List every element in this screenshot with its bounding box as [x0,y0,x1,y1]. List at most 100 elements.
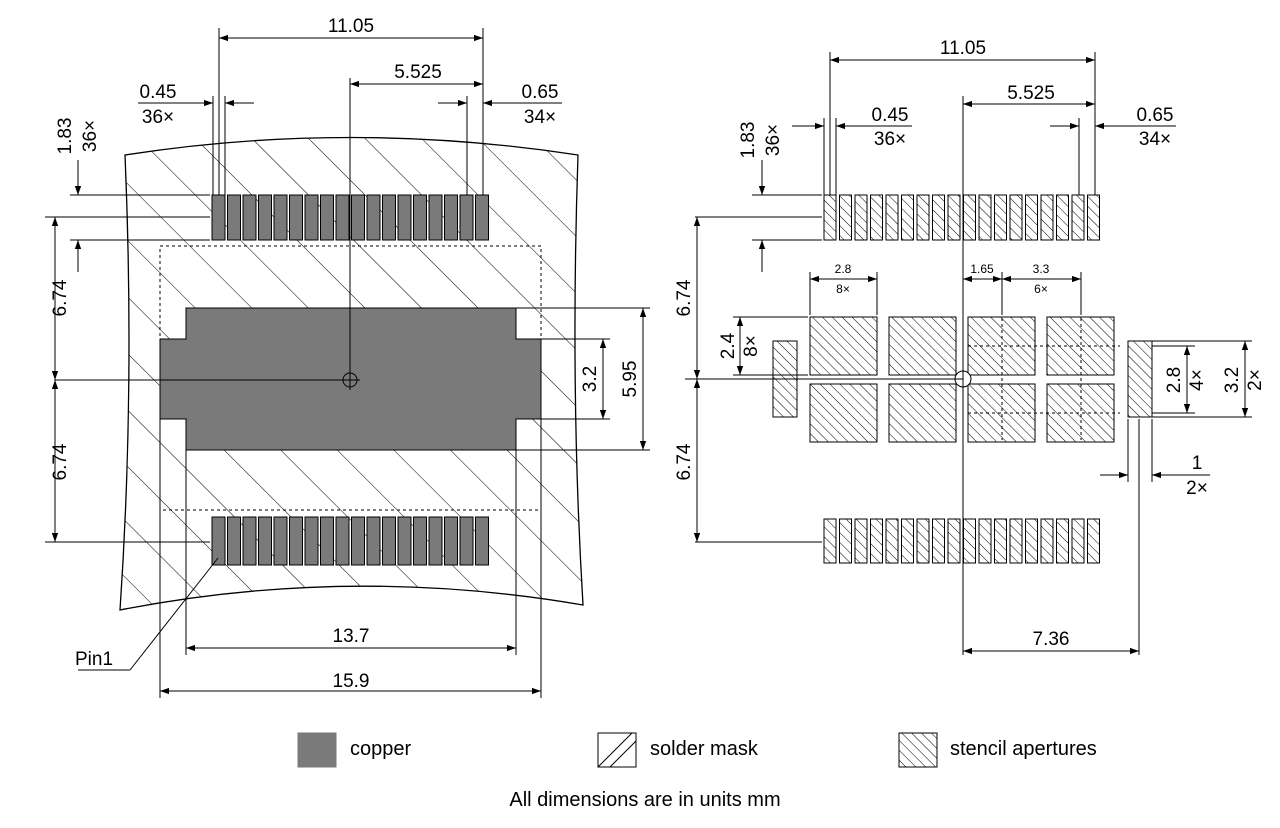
stencil-pad-aperture [947,194,961,241]
dim-pad-length: 1.83 [55,118,76,155]
copper-swatch [297,732,337,768]
right-dim-pad-length-count: 36× [763,124,784,156]
stencil-pad-aperture [994,194,1007,241]
copper-pad [242,194,257,241]
copper-pad [351,516,365,566]
tab-aperture-right [1127,340,1153,418]
dim-body-height: 5.95 [620,361,641,398]
copper-pad [227,194,241,241]
dim-tab-aperture-inner: 2.8 [1164,367,1185,393]
copper-pad [351,194,365,241]
dim-aperture-height-count: 8× [741,335,762,357]
dim-pitch: 0.65 [522,82,559,103]
copper-pad [258,516,272,566]
stencil-pad-aperture [963,194,976,241]
copper-pad [428,194,443,241]
stencil-pad-aperture [901,194,914,241]
copper-pad [258,194,272,241]
copper-pad [211,194,226,241]
dim-pad-width: 0.45 [140,82,177,103]
copper-pad [289,516,303,566]
stencil-pad-aperture [932,518,945,564]
stencil-swatch [898,732,938,768]
stencil-pad-aperture [978,518,992,564]
stencil-pad-aperture [916,518,930,564]
dim-tab-aperture-outer: 3.2 [1222,367,1243,393]
legend-stencil-label: stencil apertures [950,738,1097,760]
copper-pad [273,194,288,241]
copper-pad [335,516,350,566]
right-dim-pad-width-count: 36× [874,129,906,150]
stencil-pad-aperture [1025,518,1038,564]
legend-copper-label: copper [350,738,411,760]
stencil-pad-aperture [854,518,868,564]
copper-pad [227,516,241,566]
copper-pad [397,516,412,566]
dim-tab-aperture-width-count: 2× [1186,478,1208,499]
stencil-pad-aperture [1071,194,1085,241]
copper-pad [475,516,489,566]
dim-aperture-pitch: 2.8 [835,262,852,276]
stencil-pad-aperture [901,518,914,564]
copper-pad [335,194,350,241]
pin1-label: Pin1 [75,649,113,670]
copper-pad [459,194,474,241]
stencil-pad-aperture [994,518,1007,564]
copper-pad [444,516,458,566]
dim-pitch-count: 34× [524,107,556,128]
copper-pad [475,194,489,241]
copper-pad [366,194,381,241]
solder-mask-swatch [597,732,637,768]
stencil-pad-aperture [870,518,883,564]
stencil-pad-aperture [1071,518,1085,564]
right-dim-pad-length: 1.83 [738,122,759,159]
stencil-pad-aperture [839,194,852,241]
dim-tab-aperture-width: 1 [1192,453,1203,474]
stencil-pad-aperture [839,518,852,564]
stencil-pad-aperture [978,194,992,241]
dim-row-offset-bottom: 6.74 [50,443,71,480]
legend-solder-mask-label: solder mask [650,738,759,760]
right-dim-half-width: 5.525 [1007,83,1055,104]
dim-half-width: 5.525 [394,62,442,83]
legend: copper solder mask stencil apertures All… [297,732,1097,811]
right-bottom-pad-row [823,518,1100,564]
dim-tab-length: 15.9 [333,671,370,692]
copper-pad [320,194,334,241]
dim-aperture-height: 2.4 [718,332,739,359]
dim-pad-width-count: 36× [142,107,174,128]
copper-pad [444,194,458,241]
stencil-pad-aperture [947,518,961,564]
dim-center-gap: 1.65 [970,262,994,276]
dim-aperture-pitch-count: 8× [836,282,850,296]
dim-pad-length-count: 36× [80,120,101,152]
copper-pad [382,194,396,241]
right-dim-pitch: 0.65 [1137,105,1174,126]
copper-pad [413,194,427,241]
stencil-pad-aperture [854,194,868,241]
stencil-pad-aperture [1025,194,1038,241]
left-top-pad-row [211,194,489,241]
dim-aperture-width-count: 6× [1034,282,1048,296]
right-dim-overall-width: 11.05 [940,38,986,59]
right-dim-row-offset-top: 6.74 [674,279,695,316]
stencil-pad-aperture [1087,194,1100,241]
copper-pad [428,516,443,566]
copper-pad [289,194,303,241]
copper-pad [211,516,226,566]
dim-overall-width: 11.05 [328,16,374,37]
stencil-pad-aperture [1056,518,1069,564]
stencil-pad-aperture [823,518,837,564]
copper-pad [459,516,474,566]
dim-tab-offset: 7.36 [1033,629,1070,650]
stencil-pad-aperture [1056,194,1069,241]
copper-pad [366,516,381,566]
stencil-pad-aperture [932,194,945,241]
left-view: 11.05 5.525 0.45 36× 0.65 34× 1.83 36× 6… [45,16,650,698]
copper-pad [413,516,427,566]
stencil-pad-aperture [885,194,899,241]
stencil-pad-aperture [1040,194,1054,241]
dim-aperture-width: 3.3 [1033,262,1050,276]
stencil-pad-aperture [885,518,899,564]
